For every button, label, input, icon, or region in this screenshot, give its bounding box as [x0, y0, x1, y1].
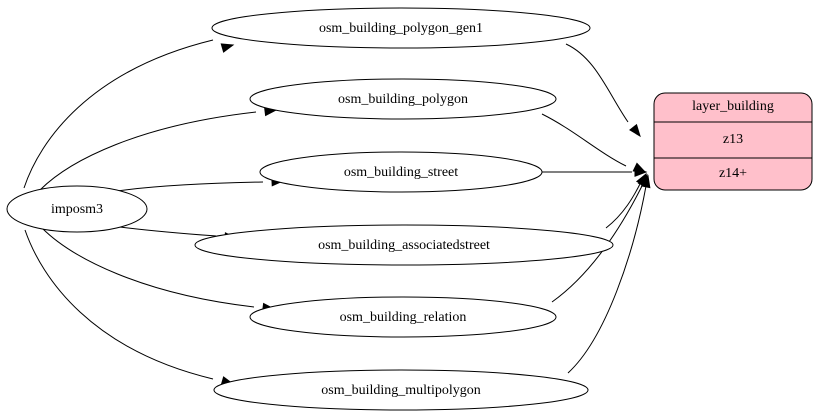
edge-line: [23, 39, 214, 189]
edge-line: [565, 43, 629, 123]
edge-source-1: [39, 106, 278, 191]
node-ellipse[interactable]: [249, 296, 557, 338]
arrowhead-icon: [640, 174, 651, 189]
arrowhead-icon: [629, 123, 641, 138]
node-ellipse[interactable]: [194, 224, 614, 266]
record-background[interactable]: [653, 92, 813, 191]
edge-source-0: [23, 39, 235, 189]
node-osm-building-polygon-gen1[interactable]: osm_building_polygon_gen1: [211, 7, 591, 49]
arrowhead-icon: [634, 167, 648, 177]
edge-line: [41, 227, 255, 308]
edge-line: [109, 181, 264, 193]
node-ellipse[interactable]: [259, 151, 543, 193]
edge-layer-2: [542, 167, 648, 177]
edge-line: [605, 181, 642, 229]
node-label: osm_building_street: [344, 165, 458, 180]
record-row-label-2: z14+: [719, 166, 747, 181]
edge-line: [541, 113, 627, 167]
node-ellipse[interactable]: [211, 7, 591, 49]
record-row-label-1: z13: [723, 132, 743, 147]
node-ellipse[interactable]: [213, 369, 589, 411]
edge-line: [567, 185, 647, 374]
node-osm-building-street[interactable]: osm_building_street: [259, 151, 543, 193]
edge-line: [39, 111, 257, 191]
node-ellipse[interactable]: [6, 185, 148, 233]
edge-line: [24, 229, 214, 380]
edge-source-5: [24, 229, 235, 386]
edge-source-2: [109, 176, 285, 193]
node-label: osm_building_multipolygon: [321, 383, 480, 398]
node-label: osm_building_polygon: [338, 92, 468, 107]
edge-line: [111, 225, 217, 237]
record-row-label-0: layer_building: [692, 99, 774, 114]
node-imposm3[interactable]: imposm3: [6, 185, 148, 233]
node-layer-building-record[interactable]: layer_building z13 z14+: [653, 92, 813, 191]
node-osm-building-polygon[interactable]: osm_building_polygon: [249, 78, 557, 120]
node-label: osm_building_polygon_gen1: [319, 21, 483, 36]
node-osm-building-multipolygon[interactable]: osm_building_multipolygon: [213, 369, 589, 411]
node-label: osm_building_relation: [340, 310, 467, 325]
edge-layer-5: [567, 174, 651, 374]
node-osm-building-associatedstreet[interactable]: osm_building_associatedstreet: [194, 224, 614, 266]
node-osm-building-relation[interactable]: osm_building_relation: [249, 296, 557, 338]
edge-layer-1: [541, 113, 647, 173]
node-ellipse[interactable]: [249, 78, 557, 120]
node-label: imposm3: [51, 202, 103, 217]
arrowhead-icon: [220, 43, 235, 53]
node-label: osm_building_associatedstreet: [318, 238, 490, 253]
nodes-layer: imposm3 osm_building_polygon_gen1 osm_buil…: [6, 7, 813, 411]
edge-layer-0: [565, 43, 641, 138]
